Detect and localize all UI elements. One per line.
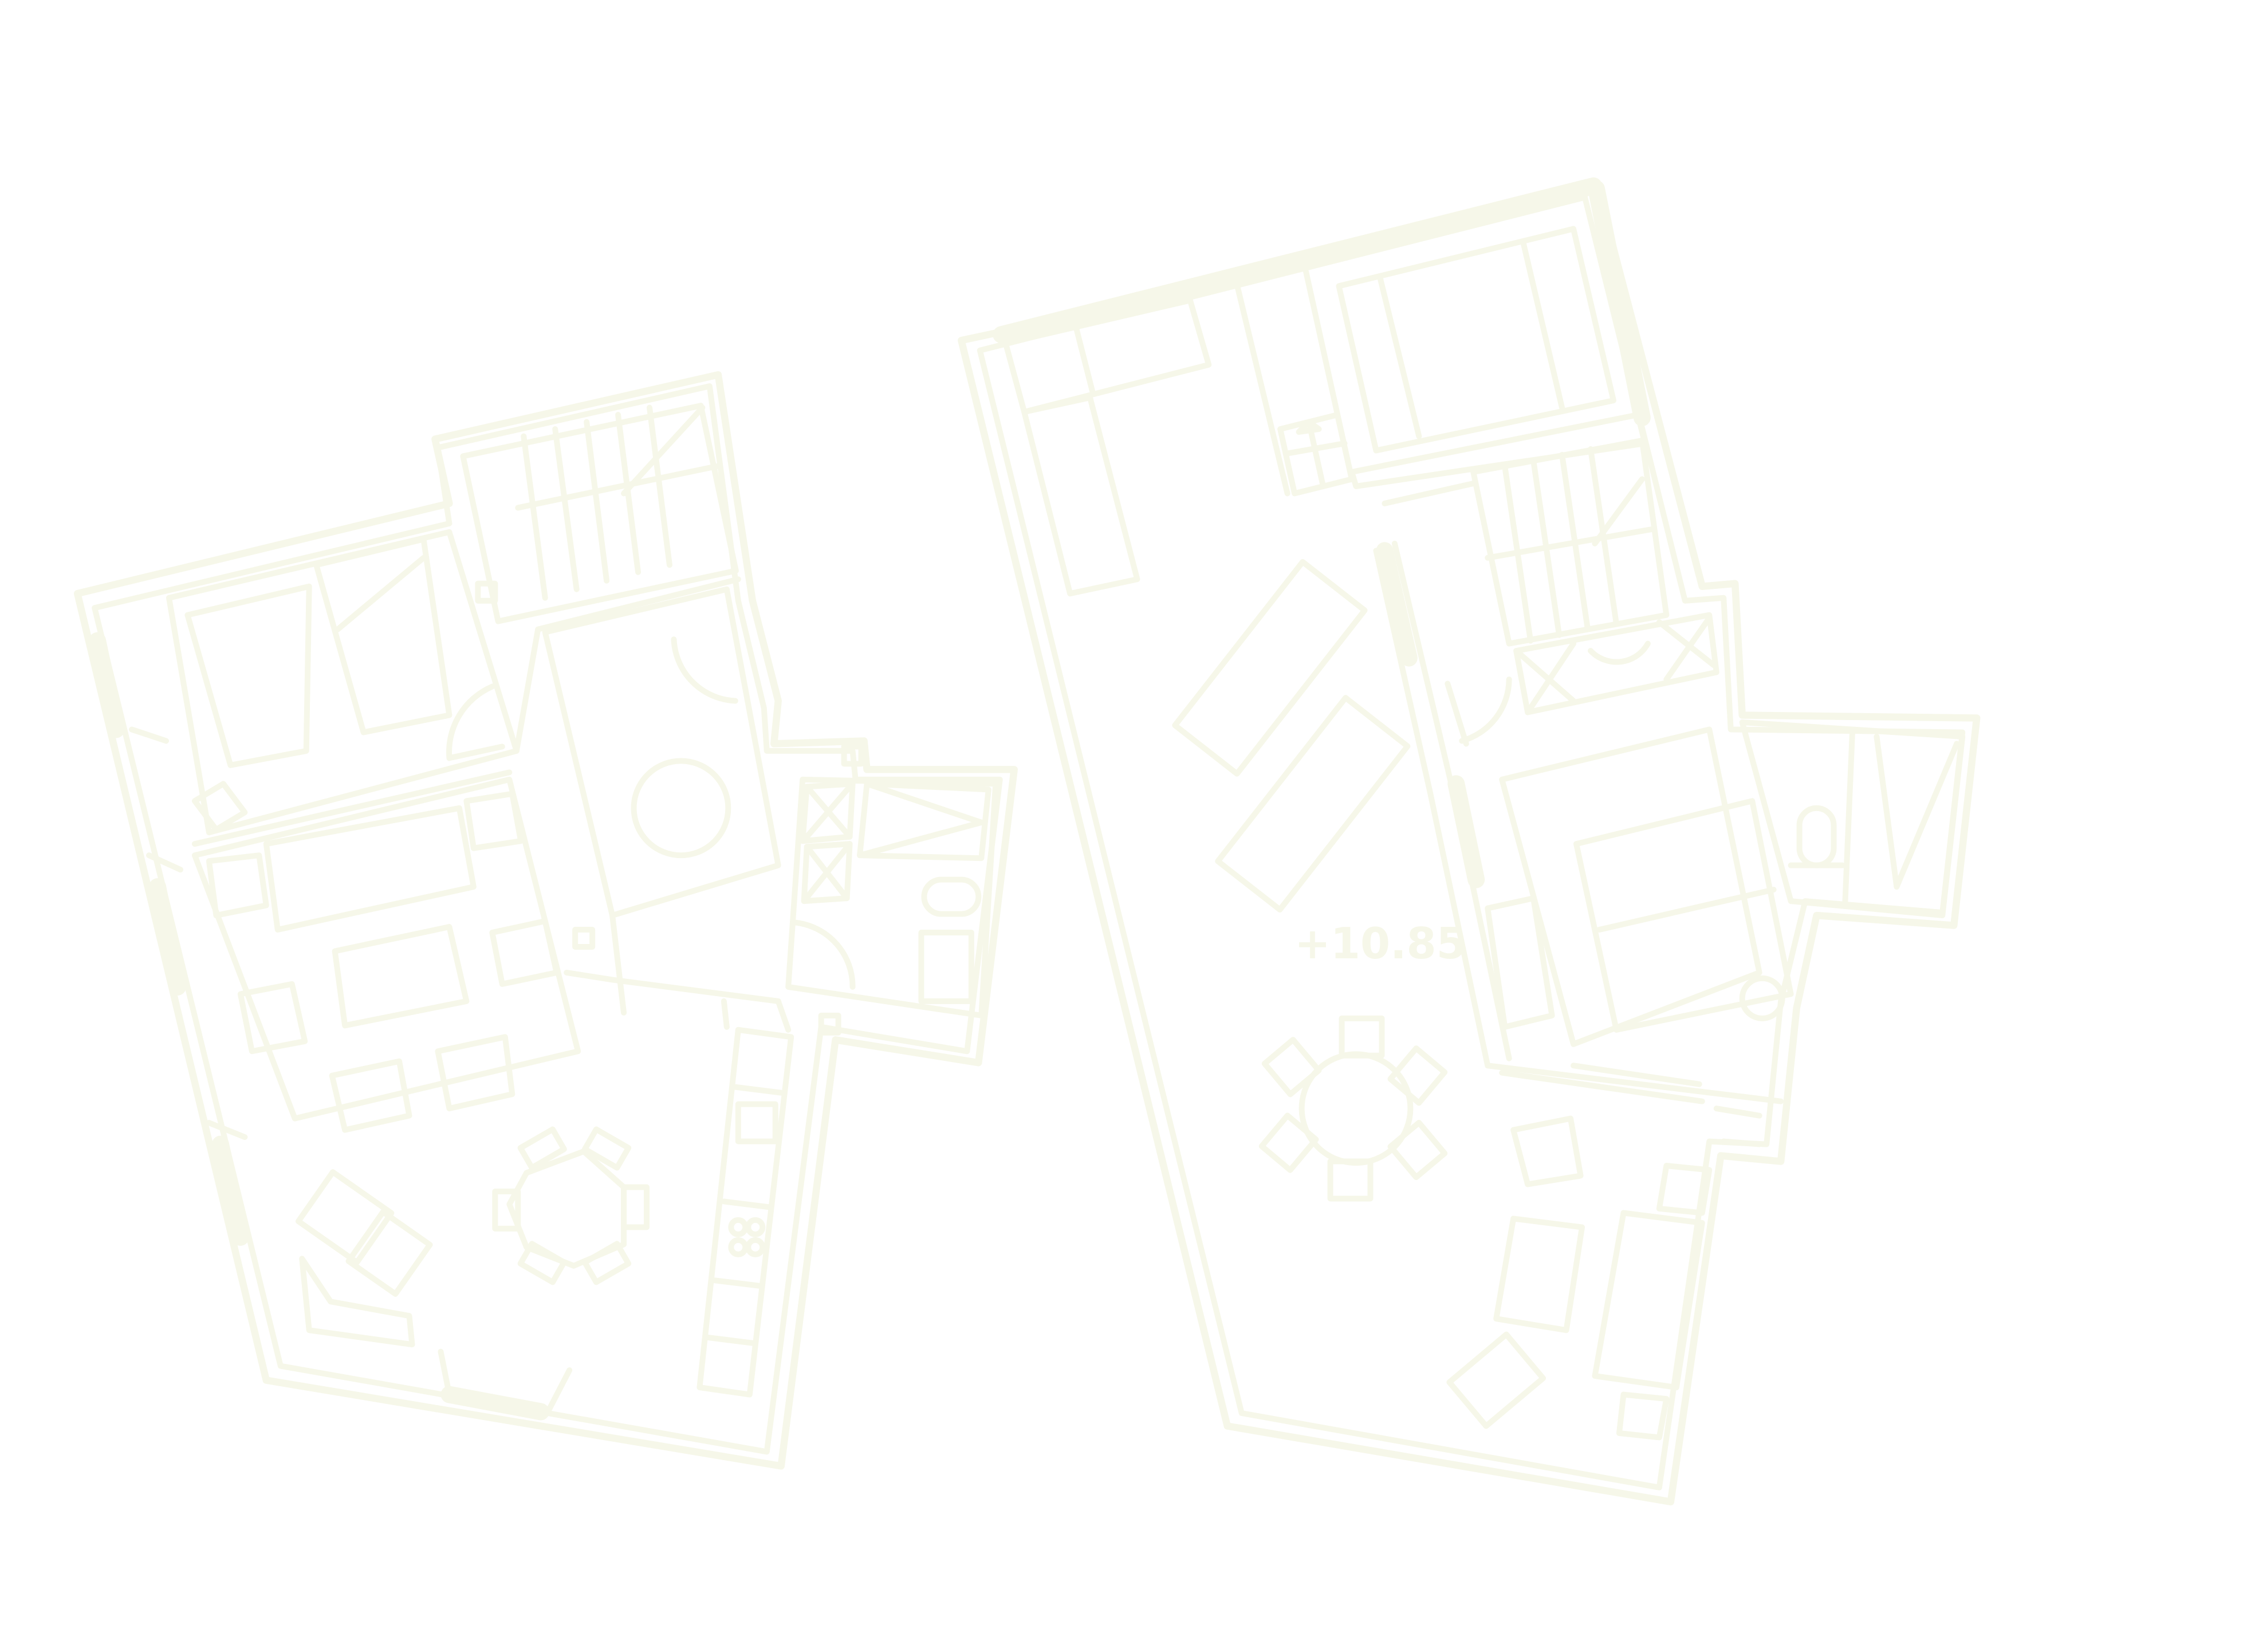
- bathroom-right: [1739, 719, 1966, 919]
- right-floor-plan: +10.85: [958, 177, 1981, 1506]
- dining-table-right: [1258, 1015, 1448, 1202]
- bathroom-left: [542, 586, 781, 919]
- windows-left: [89, 632, 573, 1421]
- armchairs-left: [295, 1169, 433, 1348]
- partitions-right: [1373, 480, 1784, 1104]
- benches-right: [1172, 558, 1411, 913]
- bathroom-right-wing: [785, 776, 999, 1018]
- left-outer-wall: [73, 371, 1018, 1470]
- left-floor-plan: [73, 371, 1018, 1470]
- fixture-markers-right: [1277, 412, 1355, 497]
- corridor-left: [191, 576, 792, 1033]
- living-room-left: [191, 776, 581, 1133]
- dining-table-left: [492, 1126, 650, 1285]
- fixture-markers-left: [475, 580, 864, 1036]
- right-outer-wall: [958, 179, 1981, 1506]
- kitchen-left: [696, 1026, 794, 1398]
- living-room-right: [1446, 1063, 1762, 1441]
- bedroom-right: [1445, 676, 1794, 1047]
- staircase: [460, 403, 739, 624]
- sofa-right: [1002, 297, 1212, 597]
- level-label: +10.85: [1294, 918, 1466, 969]
- left-inner-wall: [92, 383, 1003, 1455]
- staircase-right: [1470, 438, 1719, 715]
